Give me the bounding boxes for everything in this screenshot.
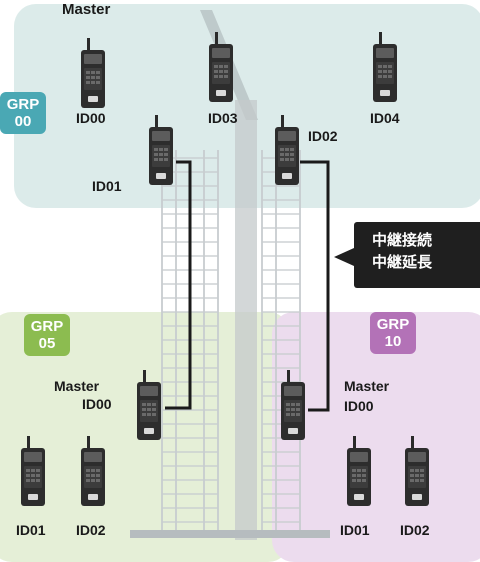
- radio-device-icon: [134, 370, 164, 442]
- group-00-id03-label: ID03: [208, 110, 238, 126]
- radio-device-icon: [402, 436, 432, 508]
- group-05-badge-top: GRP: [30, 318, 64, 335]
- group-00-badge-number: 00: [14, 113, 32, 130]
- callout-line-2: 中継延長: [372, 254, 433, 271]
- group-10-master-label: Master: [344, 378, 390, 394]
- group-10-badge: GRP 10: [370, 312, 416, 354]
- group-05-badge: GRP 05: [24, 314, 70, 356]
- callout-pointer: [334, 248, 354, 266]
- radio-device-icon: [344, 436, 374, 508]
- group-10-id01-label: ID01: [340, 522, 370, 538]
- group-00-badge-top: GRP: [6, 96, 40, 113]
- group-10-badge-top: GRP: [376, 316, 410, 333]
- group-00-badge: GRP 00: [0, 92, 46, 134]
- radio-device-icon: [278, 370, 308, 442]
- radio-device-icon: [272, 115, 302, 187]
- group-05-id00-label: ID00: [82, 396, 112, 412]
- callout-line-1: 中継接続: [372, 232, 433, 249]
- radio-device-icon: [206, 32, 236, 104]
- radio-device-icon: [18, 436, 48, 508]
- group-10-badge-number: 10: [384, 333, 402, 350]
- radio-device-icon: [146, 115, 176, 187]
- group-05-badge-number: 05: [38, 335, 56, 352]
- group-05-master-label: Master: [54, 378, 100, 394]
- radio-device-icon: [370, 32, 400, 104]
- group-10-id02-label: ID02: [400, 522, 430, 538]
- group-00-master-label: Master: [62, 1, 111, 18]
- group-00-id00-label: ID00: [76, 110, 106, 126]
- group-00-id04-label: ID04: [370, 110, 400, 126]
- group-00-id01-label: ID01: [92, 178, 122, 194]
- group-00-id02-label: ID02: [308, 128, 338, 144]
- group-05-id01-label: ID01: [16, 522, 46, 538]
- relay-callout: 中継接続 中継延長: [354, 222, 480, 288]
- group-05-id02-label: ID02: [76, 522, 106, 538]
- radio-device-icon: [78, 38, 108, 110]
- group-10-id00-label: ID00: [344, 398, 374, 414]
- radio-device-icon: [78, 436, 108, 508]
